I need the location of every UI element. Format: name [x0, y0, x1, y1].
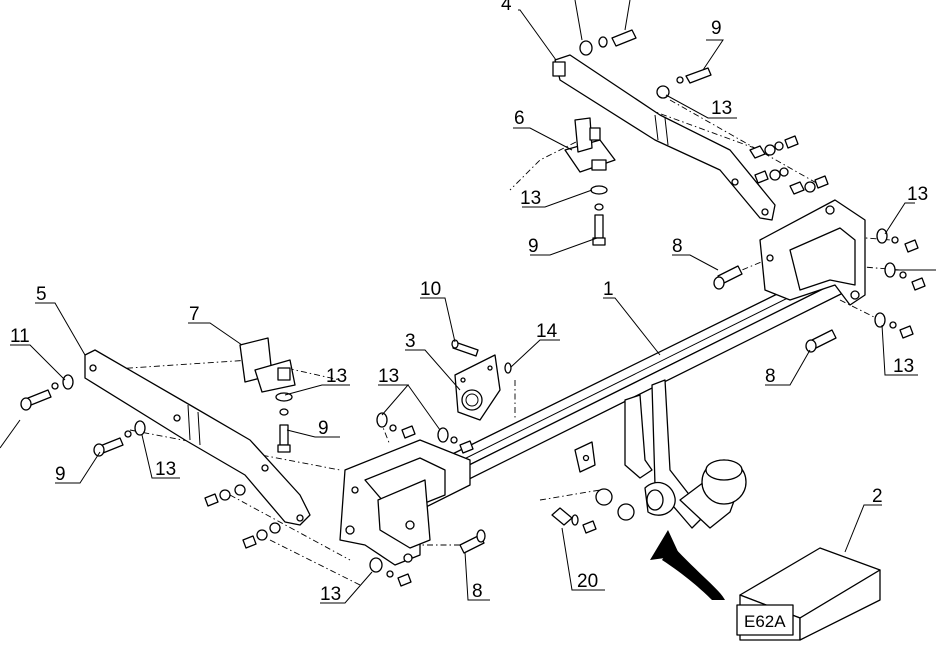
callout-13-under-6: 13 [520, 188, 541, 209]
part-1-tow-neck [595, 379, 747, 529]
kit-box-label: E62A [744, 612, 786, 631]
callout-13-right-bottom: 13 [893, 356, 914, 377]
part-1-wiring-tab [574, 441, 596, 473]
callout-13-center: 13 [378, 366, 399, 387]
hardware [20, 29, 926, 587]
part-2-kit-box [736, 547, 881, 641]
part-5-side-arm [84, 349, 311, 526]
callout-4: 4 [501, 0, 512, 15]
part-7-bracket [239, 337, 296, 393]
callout-7: 7 [189, 304, 200, 325]
part-1-right-bracket [759, 199, 866, 306]
callout-2: 2 [872, 486, 883, 507]
callout-14: 14 [536, 321, 558, 342]
callout-13-right-top: 13 [907, 184, 928, 205]
callout-13-bottom: 13 [320, 584, 341, 605]
callout-9-upper-right: 9 [711, 18, 722, 39]
callout-13-left: 13 [155, 459, 176, 480]
callout-5: 5 [36, 284, 47, 305]
curved-arrow [650, 530, 725, 600]
callout-13-upper-right: 13 [711, 98, 732, 119]
callout-9-near-7: 9 [318, 418, 329, 439]
callout-1: 1 [603, 279, 614, 300]
callout-3: 3 [405, 331, 416, 352]
part-1-left-bracket [339, 439, 471, 566]
part-4-side-arm [552, 54, 776, 221]
leader-lines [0, 0, 936, 604]
callout-9-left: 9 [55, 464, 66, 485]
callout-8-bottom: 8 [472, 581, 483, 602]
callout-8-upper: 8 [672, 236, 683, 257]
callout-labels: 4 9 13 6 13 9 8 13 13 8 1 14 10 3 13 5 7… [10, 0, 928, 605]
callout-8-right: 8 [765, 366, 776, 387]
callout-10: 10 [420, 279, 441, 300]
part-3-socket-plate [454, 354, 501, 421]
callout-13-near-7: 13 [326, 366, 347, 387]
callout-20: 20 [577, 571, 598, 592]
callout-6: 6 [514, 108, 525, 129]
callout-9-under-6: 9 [528, 236, 539, 257]
callout-11: 11 [10, 326, 30, 347]
part-6-bracket [564, 117, 616, 173]
